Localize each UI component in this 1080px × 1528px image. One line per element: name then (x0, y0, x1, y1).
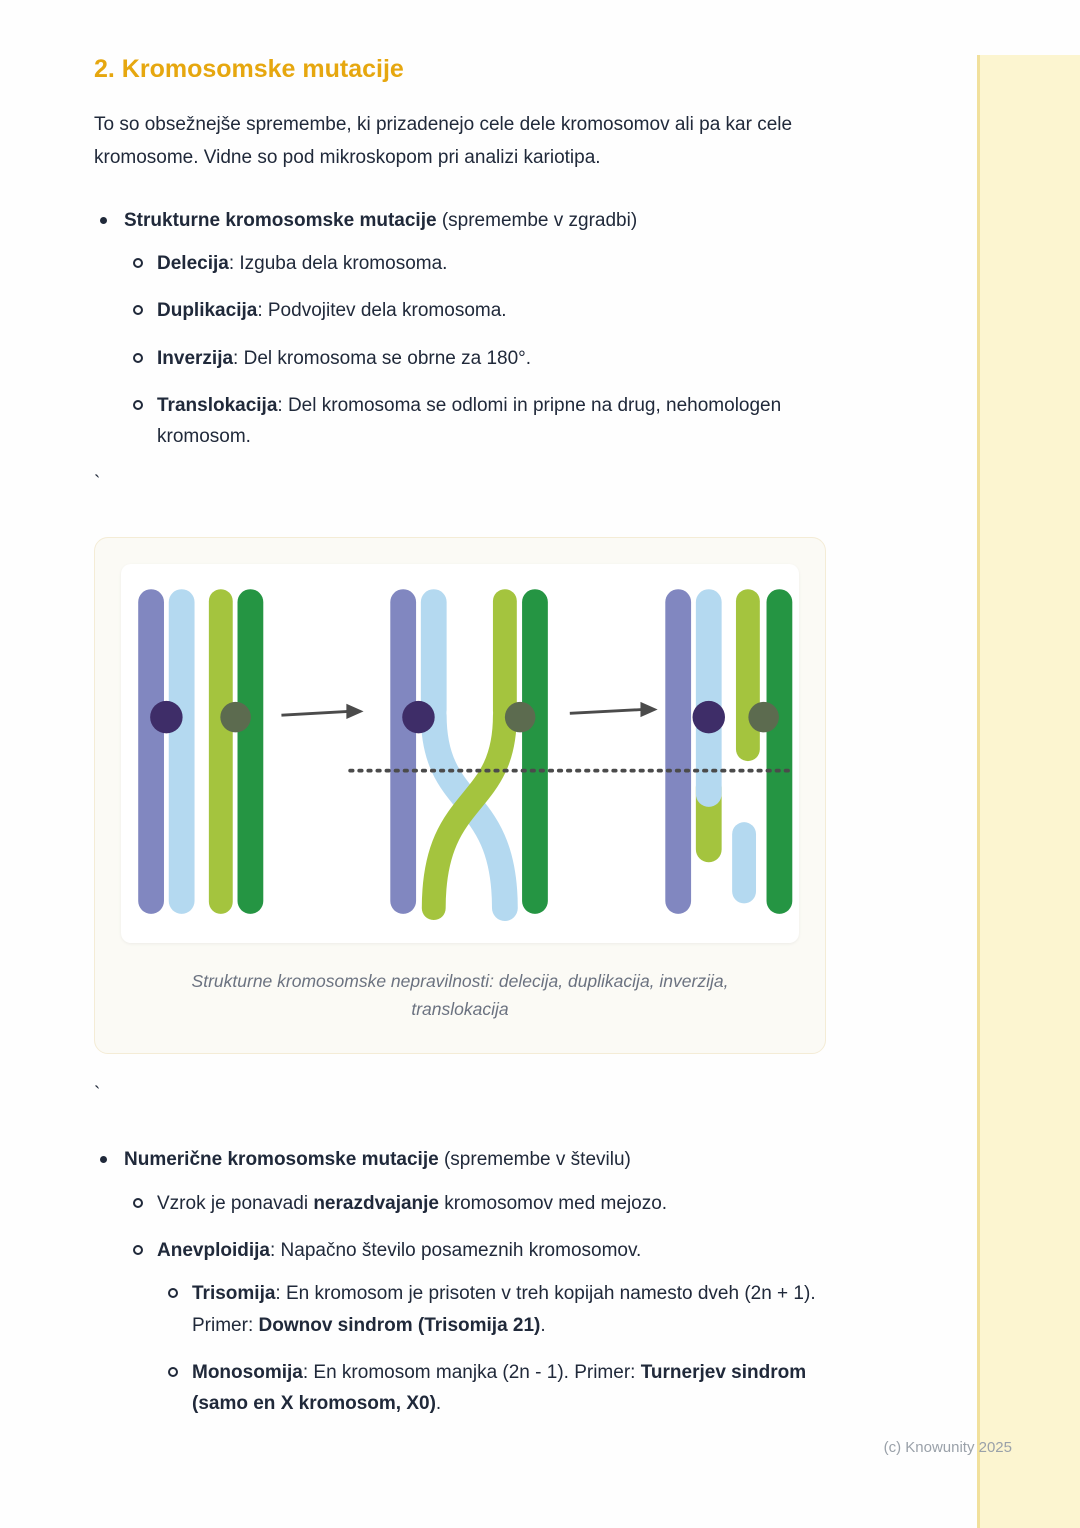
list-item: Delecija: Izguba dela kromosoma. (133, 248, 836, 279)
term: Anevploidija (157, 1239, 270, 1261)
list-item: Vzrok je ponavadi nerazdvajanje kromosom… (133, 1188, 836, 1219)
definition: : Izguba dela kromosoma. (228, 252, 448, 274)
definition: : Del kromosoma se odlomi in pripne na d… (157, 394, 782, 448)
copyright: (c) Knowunity 2025 (883, 1439, 1012, 1456)
intro-paragraph: To so obsežnejše spremembe, ki prizadene… (94, 114, 793, 169)
chromosome-diagram (138, 589, 797, 921)
term: nerazdvajanje (313, 1192, 439, 1214)
list-item-text: Strukturne kromosomske mutacije (spremem… (124, 210, 637, 231)
yellow-side-strip (977, 55, 1080, 1528)
content-column: 2. Kromosomske mutacije To so obsežnejše… (94, 55, 836, 1436)
structural-sublist: Delecija: Izguba dela kromosoma. Duplika… (124, 248, 836, 453)
numeric-sublist: Vzrok je ponavadi nerazdvajanje kromosom… (124, 1188, 836, 1420)
crossing-green-arm (421, 703, 517, 921)
centromere (402, 700, 435, 734)
definition: : Podvojitev dela kromosoma. (257, 300, 507, 322)
centromere (220, 701, 251, 733)
aneuploidy-sublist: Trisomija: En kromosom je prisoten v tre… (157, 1278, 836, 1419)
numeric-title-bold: Numerične kromosomske mutacije (124, 1149, 439, 1171)
chromatid-yellowgreen-short (735, 589, 760, 762)
chromatid-purple (138, 589, 164, 914)
chromatid-yellowgreen-top (492, 589, 517, 723)
numeric-mutations-list: Numerične kromosomske mutacije (sprememb… (94, 1144, 836, 1419)
text: : En kromosom manjka (2n - 1). Primer: (302, 1361, 641, 1383)
centromere (150, 700, 183, 734)
list-item: Anevploidija: Napačno število posameznih… (133, 1235, 836, 1420)
example-bold: Turnerjev sindrom (samo en X kromosom, X… (192, 1361, 807, 1415)
list-item: Inverzija: Del kromosoma se obrne za 180… (133, 343, 836, 374)
list-item: Trisomija: En kromosom je prisoten v tre… (168, 1278, 836, 1341)
list-item: Duplikacija: Podvojitev dela kromosoma. (133, 295, 836, 326)
text: . (540, 1314, 546, 1336)
centromere (692, 700, 725, 734)
list-item: Monosomija: En kromosom manjka (2n - 1).… (168, 1357, 836, 1420)
list-item-text: Numerične kromosomske mutacije (sprememb… (124, 1149, 631, 1170)
chromatid-purple (390, 589, 417, 914)
example-bold: Downov sindrom (Trisomija 21) (258, 1314, 541, 1336)
text: kromosomov med mejozo. (439, 1192, 668, 1214)
arrow-icon (281, 709, 349, 717)
chromatid-lightblue-top (420, 589, 447, 723)
arrowhead-icon (346, 703, 364, 720)
text: Vzrok je ponavadi (157, 1192, 314, 1214)
chromatid-lightblue (168, 589, 195, 914)
list-item: Strukturne kromosomske mutacije (spremem… (124, 205, 836, 453)
term: Monosomija (192, 1361, 303, 1383)
structural-title-rest: (spremembe v zgradbi) (436, 209, 638, 231)
chromatid-yellowgreen (208, 589, 233, 914)
stray-backtick: ` (94, 472, 101, 494)
term: Inverzija (157, 347, 234, 369)
figure-caption: Strukturne kromosomske nepravilnosti: de… (191, 970, 729, 1019)
numeric-title-rest: (spremembe v številu) (438, 1149, 631, 1171)
stray-backtick: ` (94, 1083, 101, 1105)
chromatid-darkgreen (237, 589, 264, 914)
centromere (748, 701, 779, 733)
term: Trisomija (192, 1283, 276, 1305)
chromatid-darkgreen (522, 589, 548, 914)
term: Translokacija (157, 394, 278, 416)
text: : En kromosom je prisoten v treh kopijah… (192, 1283, 816, 1336)
term: Duplikacija (157, 300, 258, 322)
list-item: Translokacija: Del kromosoma se odlomi i… (133, 390, 836, 453)
chromatid-lightblue (695, 589, 722, 807)
chromatid-purple (665, 589, 692, 914)
page-title: 2. Kromosomske mutacije (94, 55, 404, 83)
list-item: Numerične kromosomske mutacije (sprememb… (124, 1144, 836, 1419)
arrow-icon (569, 708, 643, 715)
figure-card: Strukturne kromosomske nepravilnosti: de… (94, 536, 826, 1054)
chromosome-fragment-blue (732, 822, 757, 904)
structural-mutations-list: Strukturne kromosomske mutacije (spremem… (94, 205, 836, 453)
chromatid-darkgreen (766, 589, 793, 914)
chromosome-illustration (121, 563, 799, 943)
term: Delecija (157, 252, 229, 274)
definition: : Del kromosoma se obrne za 180°. (233, 347, 532, 369)
arrowhead-icon (640, 701, 658, 718)
structural-title-bold: Strukturne kromosomske mutacije (124, 209, 437, 231)
definition: : Napačno število posameznih kromosomov. (269, 1239, 642, 1261)
text: . (435, 1393, 442, 1415)
centromere (504, 701, 536, 733)
